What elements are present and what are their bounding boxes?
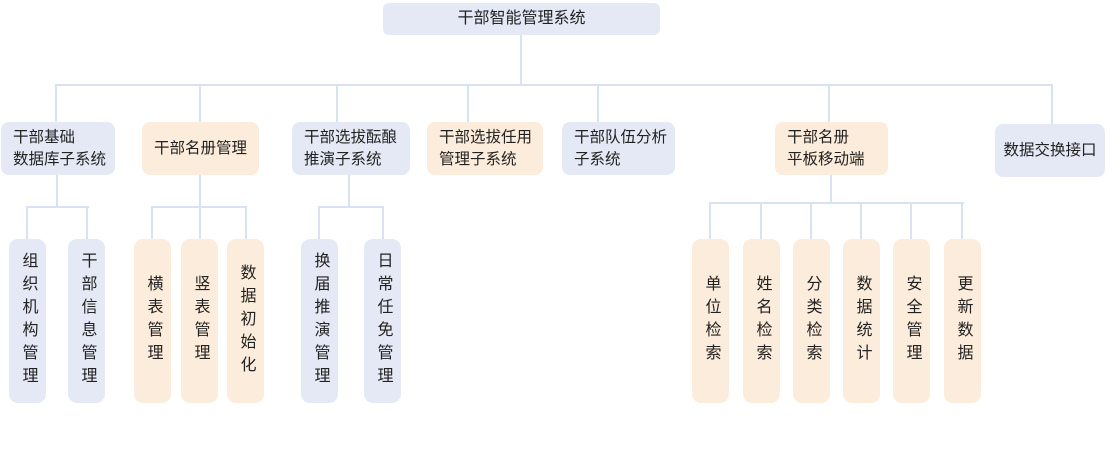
branch-label: 干部队伍分析 子系统 (574, 128, 668, 168)
connector-drop-branch-6 (828, 86, 830, 122)
leaf-label: 组织机构管理 (19, 252, 37, 390)
connector-drop-branch-7 (1051, 86, 1053, 124)
connector-groupC-horizontal (318, 206, 384, 208)
leaf-data-initialization: 数据初始化 (227, 239, 264, 403)
branch-selection-appointment-subsystem: 干部选拔任用 管理子系统 (427, 122, 543, 175)
leaf-label: 竖表管理 (191, 275, 209, 367)
leaf-name-search: 姓名检索 (743, 239, 780, 403)
leaf-label: 数据统计 (853, 275, 871, 367)
connector-groupB-drop-1 (151, 208, 153, 239)
connector-groupA-drop-2 (86, 208, 88, 239)
connector-groupD-drop-5 (910, 204, 912, 239)
branch-label: 干部选拔酝酿 推演子系统 (304, 128, 398, 168)
branch-label: 干部名册 平板移动端 (787, 128, 865, 168)
connector-drop-branch-1 (55, 86, 57, 122)
connector-groupD-drop-6 (961, 204, 963, 239)
connector-groupA-stem (56, 175, 58, 206)
connector-groupD-drop-4 (860, 204, 862, 239)
leaf-category-search: 分类检索 (793, 239, 830, 403)
leaf-label: 分类检索 (803, 275, 821, 367)
branch-label: 干部名册管理 (153, 139, 247, 157)
connector-root-stem (520, 35, 522, 84)
connector-groupB-horizontal (151, 206, 247, 208)
leaf-label: 日常任免管理 (374, 252, 392, 390)
leaf-label: 数据初始化 (237, 263, 255, 379)
connector-groupC-drop-1 (318, 208, 320, 239)
leaf-label: 安全管理 (903, 275, 921, 367)
branch-data-exchange-interface: 数据交换接口 (995, 124, 1105, 177)
leaf-update-data: 更新数据 (944, 239, 981, 403)
branch-label: 干部基础 数据库子系统 (13, 128, 107, 168)
connector-groupD-drop-3 (810, 204, 812, 239)
branch-selection-deliberation-subsystem: 干部选拔酝酿 推演子系统 (292, 122, 410, 175)
leaf-unit-search: 单位检索 (692, 239, 729, 403)
leaf-org-structure-mgmt: 组织机构管理 (9, 239, 46, 403)
connector-main-horizontal (55, 84, 1053, 86)
branch-base-database-subsystem: 干部基础 数据库子系统 (1, 122, 115, 175)
branch-roster-management: 干部名册管理 (142, 122, 259, 175)
leaf-label: 横表管理 (144, 275, 162, 367)
connector-groupC-stem (348, 175, 350, 206)
connector-drop-branch-3 (336, 86, 338, 122)
leaf-term-change-simulation-mgmt: 换届推演管理 (301, 239, 338, 403)
leaf-label: 干部信息管理 (78, 252, 96, 390)
connector-groupD-drop-1 (709, 204, 711, 239)
connector-groupA-drop-1 (26, 208, 28, 239)
leaf-cadre-info-mgmt: 干部信息管理 (68, 239, 105, 403)
root-node-label: 干部智能管理系统 (457, 10, 586, 27)
branch-label: 干部选拔任用 管理子系统 (439, 128, 533, 168)
branch-label: 数据交换接口 (1003, 141, 1097, 159)
connector-drop-branch-4 (467, 86, 469, 122)
connector-groupD-horizontal (709, 202, 964, 204)
leaf-horizontal-table-mgmt: 横表管理 (134, 239, 171, 403)
connector-groupA-horizontal (26, 206, 89, 208)
leaf-daily-appointment-mgmt: 日常任免管理 (364, 239, 401, 403)
leaf-label: 姓名检索 (753, 275, 771, 367)
connector-groupC-drop-2 (382, 208, 384, 239)
root-node: 干部智能管理系统 (383, 3, 660, 35)
leaf-security-mgmt: 安全管理 (893, 239, 930, 403)
leaf-label: 单位检索 (702, 275, 720, 367)
connector-drop-branch-2 (199, 86, 201, 122)
connector-groupB-drop-3 (245, 208, 247, 239)
connector-groupD-stem (830, 175, 832, 202)
leaf-label: 换届推演管理 (311, 252, 329, 390)
leaf-vertical-table-mgmt: 竖表管理 (181, 239, 218, 403)
connector-drop-branch-5 (597, 86, 599, 122)
leaf-label: 更新数据 (954, 275, 972, 367)
connector-groupD-drop-2 (760, 204, 762, 239)
leaf-data-statistics: 数据统计 (843, 239, 880, 403)
branch-roster-tablet-mobile: 干部名册 平板移动端 (775, 122, 888, 175)
branch-team-analysis-subsystem: 干部队伍分析 子系统 (562, 122, 675, 175)
